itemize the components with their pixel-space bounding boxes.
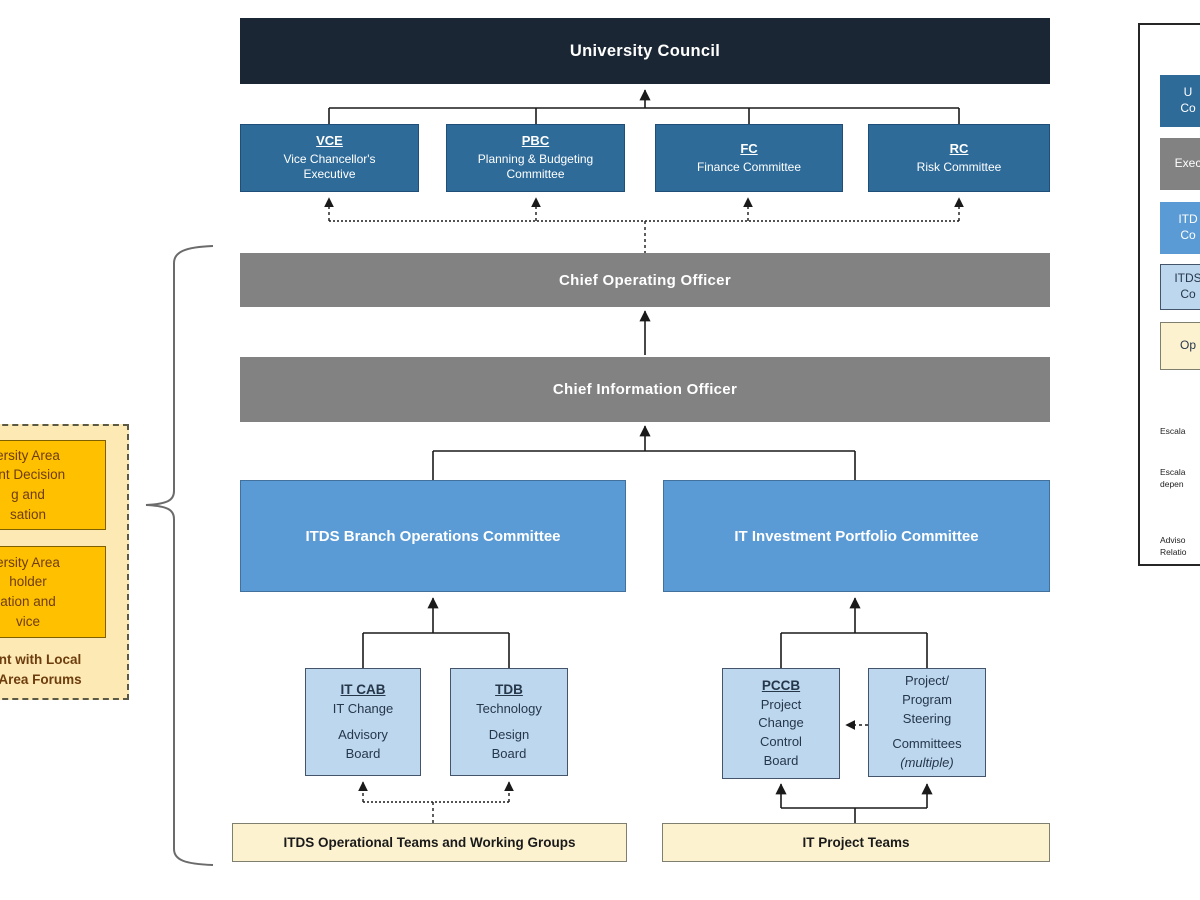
vce-box: VCE Vice Chancellor's Executive [240,124,419,192]
legend5-line1: Op [1179,338,1196,353]
legend-arrow2-line2: depen [1160,479,1184,490]
ua1-line2: ent Decision [0,467,66,483]
pbc-abbr: PBC [521,132,550,148]
pccb-box: PCCB Project Change Control Board [722,668,840,779]
university-council-label: University Council [569,41,721,60]
tdb-box: TDB Technology Design Board [450,668,568,776]
it-investment-portfolio-box: IT Investment Portfolio Committee [663,480,1050,592]
pccb-abbr: PCCB [761,678,801,694]
itds-branch-operations-label: ITDS Branch Operations Committee [305,527,561,545]
itcab-abbr: IT CAB [340,682,386,698]
legend-itds-boards: ITDS Co [1160,264,1200,310]
rc-line1: Risk Committee [916,159,1002,174]
pbc-box: PBC Planning & Budgeting Committee [446,124,625,192]
vce-abbr: VCE [316,132,343,148]
legend1-line2: Co [1180,101,1196,115]
university-council-box: University Council [240,18,1050,84]
cio-label: Chief Information Officer [552,381,738,398]
legend1-line1: U [1183,85,1193,100]
legend-arrow1-line1: Escala [1160,426,1186,436]
pbc-line1: Planning & Budgeting [477,151,594,166]
vce-line1: Vice Chancellor's [283,151,376,166]
legend3-line2: Co [1180,228,1196,242]
ua2-line2: holder [9,574,47,590]
coo-label: Chief Operating Officer [559,271,731,289]
pccb-line1: Project [760,696,802,712]
coo-box: Chief Operating Officer [240,253,1050,307]
fc-box: FC Finance Committee [655,124,843,192]
itds-operational-teams-box: ITDS Operational Teams and Working Group… [232,823,627,862]
rc-box: RC Risk Committee [868,124,1050,192]
university-area-box-2: ersity Area holder ation and vice [0,546,106,638]
ua2-line3: ation and [0,594,56,609]
tdb-abbr: TDB [495,682,523,698]
vce-line2: Executive [303,167,356,182]
legend-escalation-label: Escala [1160,425,1200,437]
legend-executive: Exec [1160,138,1200,190]
tdb-line3: Board [491,745,527,761]
legend3-line1: ITD [1178,212,1198,227]
legend-university-committees: U Co [1160,75,1200,127]
steering-line2: Program [902,691,952,707]
itcab-box: IT CAB IT Change Advisory Board [305,668,421,776]
local-forums-note: nt with Local Area Forums [0,648,120,692]
cio-box: Chief Information Officer [240,357,1050,422]
pccb-line4: Board [763,753,799,769]
tdb-line1: Technology [476,701,542,717]
itcab-line1: IT Change [332,701,394,717]
itds-branch-operations-box: ITDS Branch Operations Committee [240,480,626,592]
it-project-teams-box: IT Project Teams [662,823,1050,862]
pbc-line2: Committee [506,167,565,182]
legend4-line1: ITDS [1174,271,1200,286]
rc-abbr: RC [949,140,969,156]
itds-operational-teams-label: ITDS Operational Teams and Working Group… [283,835,576,850]
legend2-line1: Exec [1174,156,1200,171]
pccb-line2: Change [758,715,804,731]
fc-abbr: FC [740,140,758,156]
it-project-teams-label: IT Project Teams [802,835,910,850]
forums-line1: nt with Local [0,651,82,667]
forums-line2: Area Forums [0,672,82,687]
fc-line1: Finance Committee [696,159,802,174]
university-area-box-1: ersity Area ent Decision g and sation [0,440,106,530]
legend-arrow3-line2: Relatio [1160,547,1187,558]
ua2-line4: vice [15,613,40,629]
steering-line1: Project/ [904,672,950,688]
legend-operational-teams: Op [1160,322,1200,370]
it-investment-portfolio-label: IT Investment Portfolio Committee [734,527,979,545]
itcab-line3: Board [345,745,381,761]
steering-note: (multiple) [900,755,954,771]
ua1-line3: g and [11,487,45,502]
left-brace [145,245,214,866]
legend4-line2: Co [1180,287,1196,301]
legend-arrow2-line1: Escala [1160,467,1186,477]
steering-line4: Committees [892,736,962,752]
legend-advisory-relationship-label: Adviso Relatio [1160,534,1200,559]
legend-itds-committees: ITD Co [1160,202,1200,254]
ua1-line4: sation [9,506,47,522]
legend-escalation-dependency-label: Escala depen [1160,466,1200,491]
ua2-line1: ersity Area [0,554,60,570]
steering-committees-box: Project/ Program Steering Committees (mu… [868,668,986,777]
pccb-line3: Control [760,734,802,750]
itcab-line2: Advisory [338,726,388,742]
steering-line3: Steering [902,710,952,726]
ua1-line1: ersity Area [0,447,60,463]
legend-arrow3-line1: Adviso [1160,535,1186,545]
tdb-line2: Design [488,726,530,742]
